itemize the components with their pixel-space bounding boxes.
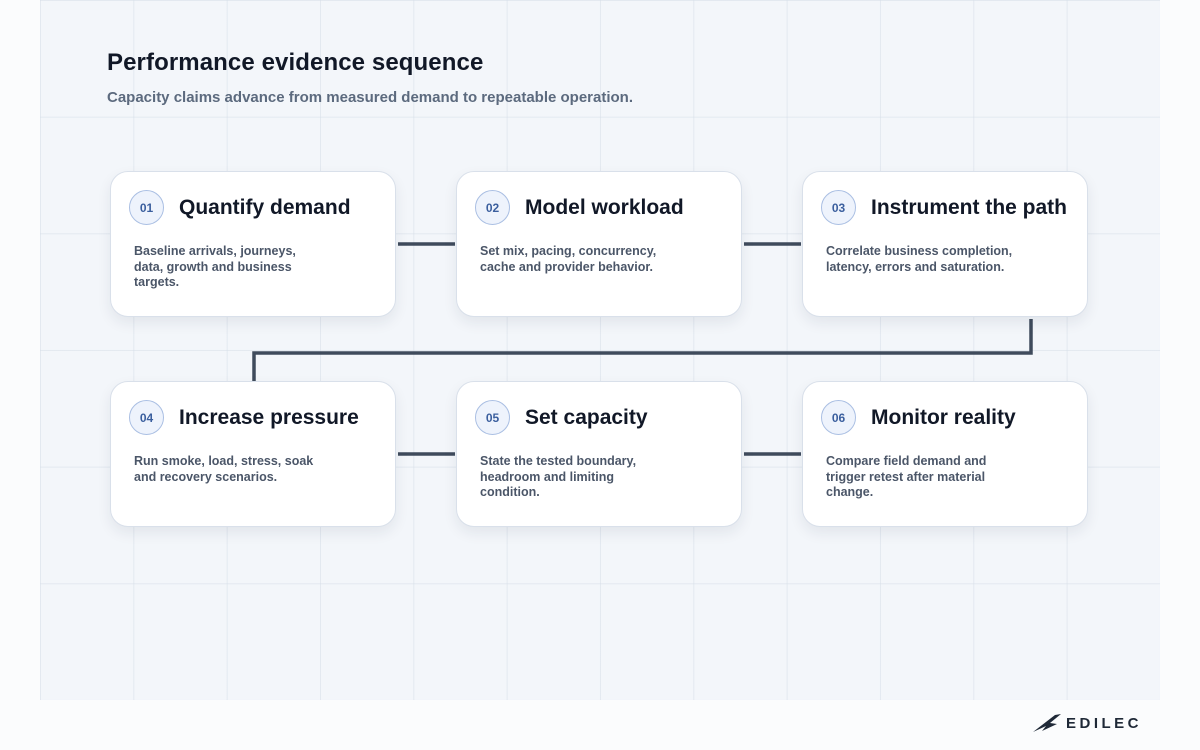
step-title: Instrument the path — [871, 196, 1068, 219]
step-title: Quantify demand — [179, 196, 351, 219]
connector-03-04 — [252, 319, 1033, 381]
diagram-background — [40, 0, 1160, 700]
step-description: Set mix, pacing, concurrency, cache and … — [480, 244, 657, 274]
step-card-set-capacity: 05 Set capacity State the tested boundar… — [456, 381, 742, 527]
step-description: Compare field demand and trigger retest … — [826, 454, 987, 499]
step-card-quantify-demand: 01 Quantify demand Baseline arrivals, jo… — [110, 171, 396, 317]
step-number-badge: 05 — [475, 400, 510, 435]
step-title: Monitor reality — [871, 406, 1016, 429]
brand-mark-icon — [1033, 714, 1061, 732]
step-number-badge: 06 — [821, 400, 856, 435]
step-card-monitor-reality: 06 Monitor reality Compare field demand … — [802, 381, 1088, 527]
step-description: Run smoke, load, stress, soak and recove… — [134, 454, 314, 484]
step-card-increase-pressure: 04 Increase pressure Run smoke, load, st… — [110, 381, 396, 527]
step-number-badge: 01 — [129, 190, 164, 225]
step-description: Correlate business completion, latency, … — [826, 244, 1013, 274]
step-number-badge: 03 — [821, 190, 856, 225]
page-title: Performance evidence sequence — [107, 49, 484, 76]
page-subtitle: Capacity claims advance from measured de… — [107, 89, 634, 106]
brand-name: EDILEC — [1066, 714, 1143, 732]
step-number-badge: 04 — [129, 400, 164, 435]
step-card-instrument-the-path: 03 Instrument the path Correlate busines… — [802, 171, 1088, 317]
step-description: Baseline arrivals, journeys, data, growt… — [134, 244, 296, 289]
step-title: Increase pressure — [179, 406, 359, 429]
step-title: Set capacity — [525, 406, 648, 429]
step-card-model-workload: 02 Model workload Set mix, pacing, concu… — [456, 171, 742, 317]
brand-logo: EDILEC — [1032, 712, 1142, 734]
step-title: Model workload — [525, 196, 684, 219]
step-description: State the tested boundary, headroom and … — [480, 454, 637, 499]
step-number-badge: 02 — [475, 190, 510, 225]
